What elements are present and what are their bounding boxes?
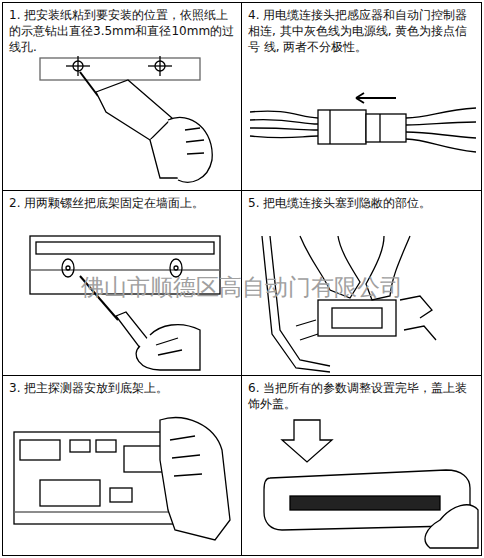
- step-panel: 6. 当把所有的参数调整设置完毕，盖上装饰外盖。: [241, 375, 482, 556]
- step-text: 4. 用电缆连接头把感应器和自动门控制器相连, 其中灰色线为电源线, 黄色为接点…: [242, 3, 481, 55]
- step-panel: 4. 用电缆连接头把感应器和自动门控制器相连, 其中灰色线为电源线, 黄色为接点…: [241, 2, 482, 191]
- connector-illustration: [250, 93, 476, 152]
- step-panel: 1. 把安装纸粘到要安装的位置，依照纸上的示意钻出直径3.5mm和直径10mm的…: [2, 2, 242, 191]
- drill-illustration: [40, 56, 212, 182]
- step-text: 2. 用两颗镙丝把底架固定在墙面上。: [3, 191, 241, 211]
- watermark: 佛山市顺德区高自动门有限公司: [81, 272, 403, 303]
- step-text: 5. 把电缆连接头塞到隐敝的部位。: [242, 191, 481, 211]
- step-panel: 3. 把主探测器安放到底架上。: [2, 375, 242, 556]
- cover-illustration: [264, 420, 478, 548]
- detector-illustration: [14, 418, 230, 540]
- step-text: 3. 把主探测器安放到底架上。: [3, 376, 241, 396]
- step-text: 6. 当把所有的参数调整设置完毕，盖上装饰外盖。: [242, 376, 481, 412]
- hide-connector-illustration: [262, 236, 436, 372]
- bracket-illustration: [30, 236, 220, 370]
- step-text: 1. 把安装纸粘到要安装的位置，依照纸上的示意钻出直径3.5mm和直径10mm的…: [3, 3, 241, 55]
